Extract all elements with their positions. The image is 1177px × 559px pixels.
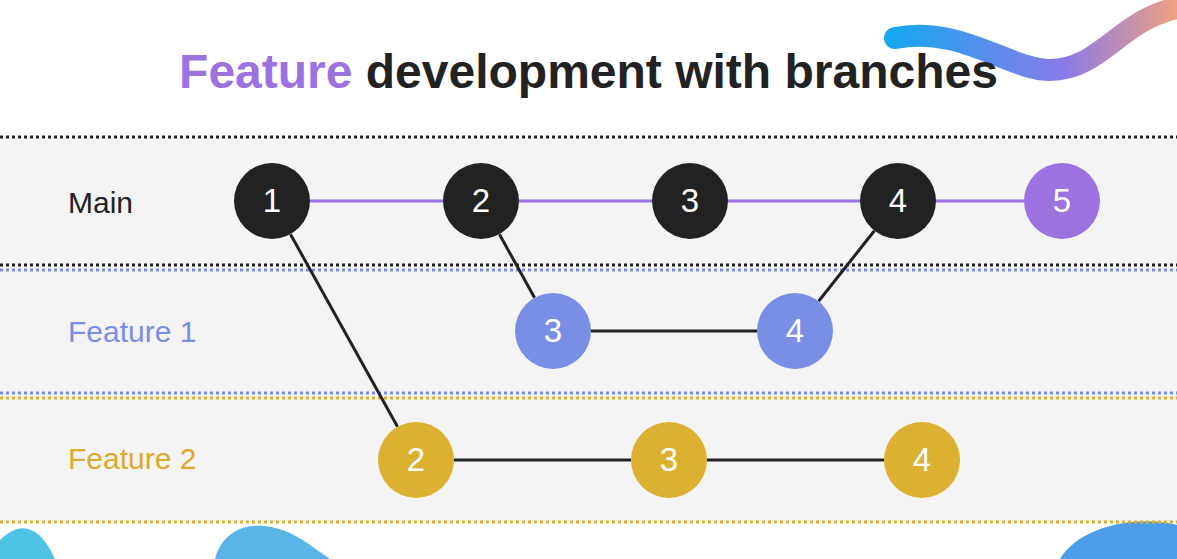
- commit-circle: 3: [515, 293, 591, 369]
- circle-fill: [884, 422, 960, 498]
- branch-name: Feature 2: [68, 442, 196, 476]
- branch-band: Feature 1 3 4: [0, 268, 1177, 396]
- band-border: [0, 136, 1177, 139]
- band-border: [0, 521, 1177, 524]
- branch-connector: [936, 200, 1024, 203]
- commit-circle: 5: [1024, 163, 1100, 239]
- circle-fill: [757, 293, 833, 369]
- circle-fill: [515, 293, 591, 369]
- branch-connector: [290, 234, 397, 427]
- commit-circle: 4: [757, 293, 833, 369]
- branch-connector: [499, 234, 534, 298]
- commit-number: 2: [443, 163, 519, 239]
- band-border: [0, 269, 1177, 272]
- branch-connector: [519, 200, 652, 203]
- band-ground: [0, 137, 1177, 522]
- circle-fill: [443, 163, 519, 239]
- circle-fill: [652, 163, 728, 239]
- corner-blob: [215, 526, 330, 559]
- branch-connector: [728, 200, 860, 203]
- commit-number: 4: [884, 422, 960, 498]
- commit-number: 2: [378, 422, 454, 498]
- branch-name: Main: [68, 186, 133, 220]
- branch-connector: [591, 330, 757, 333]
- circle-fill: [860, 163, 936, 239]
- branch-connector: [454, 459, 631, 462]
- branch-band: Main 1 2 3 4 5: [0, 137, 1177, 268]
- circle-fill: [631, 422, 707, 498]
- band-border: [0, 264, 1177, 267]
- commit-circle: 2: [443, 163, 519, 239]
- branch-connector: [310, 200, 443, 203]
- branch-name: Feature 1: [68, 315, 196, 349]
- branch-connector: [707, 459, 884, 462]
- circle-fill: [234, 163, 310, 239]
- commit-number: 3: [652, 163, 728, 239]
- commit-circle: 3: [652, 163, 728, 239]
- commit-number: 3: [515, 293, 591, 369]
- band-border: [0, 392, 1177, 395]
- commit-circle: 4: [884, 422, 960, 498]
- band-border: [0, 397, 1177, 400]
- commit-number: 4: [757, 293, 833, 369]
- commit-circle: 3: [631, 422, 707, 498]
- commit-number: 3: [631, 422, 707, 498]
- commit-circle: 4: [860, 163, 936, 239]
- commit-circle: 2: [378, 422, 454, 498]
- branch-band: Feature 2 2 3 4: [0, 396, 1177, 522]
- commit-number: 5: [1024, 163, 1100, 239]
- circle-fill: [378, 422, 454, 498]
- corner-blob: [1060, 521, 1177, 559]
- circle-fill: [1024, 163, 1100, 239]
- commit-number: 4: [860, 163, 936, 239]
- branch-connector: [819, 231, 875, 301]
- commit-circle: 1: [234, 163, 310, 239]
- corner-blob: [0, 528, 55, 559]
- commit-number: 1: [234, 163, 310, 239]
- title: Feature development with branches: [0, 44, 1177, 99]
